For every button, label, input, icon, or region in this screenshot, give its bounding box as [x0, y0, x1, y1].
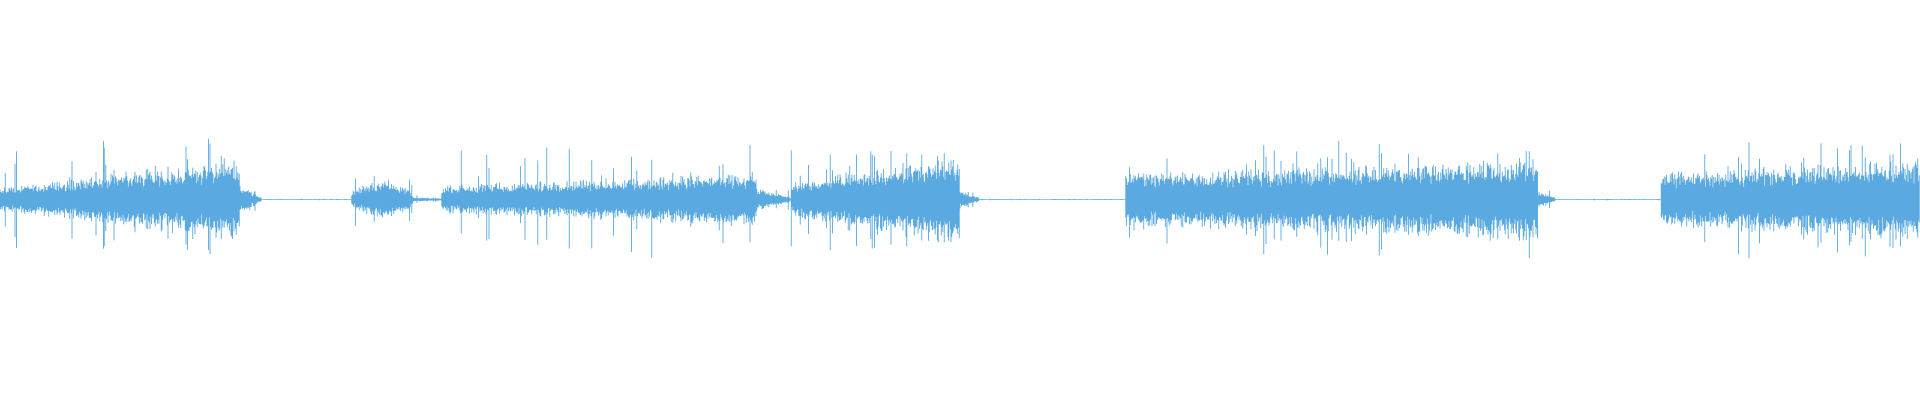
waveform-bars — [0, 138, 1920, 259]
waveform-path — [0, 138, 1920, 259]
